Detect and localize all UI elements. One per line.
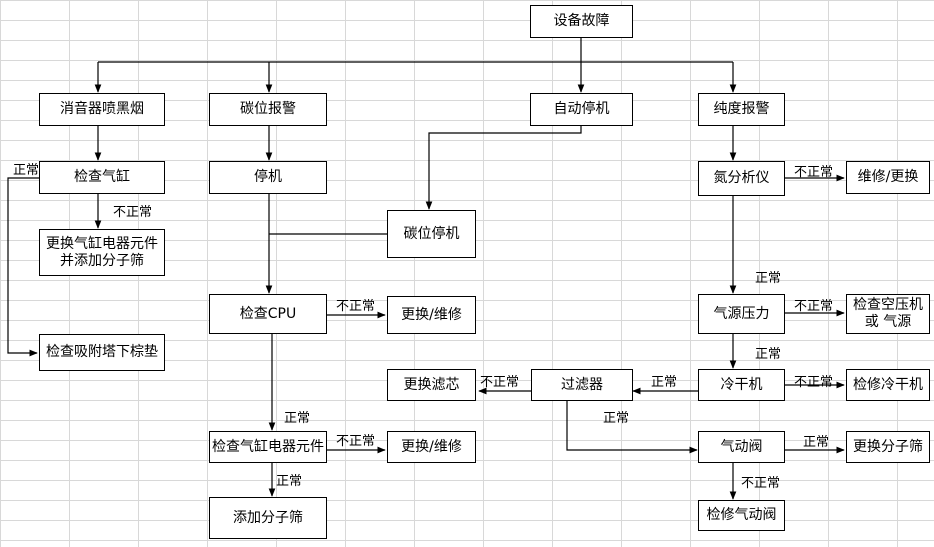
edge-label-abnormal: 不正常 — [336, 299, 376, 314]
node-replace-repair-2: 更换/维修 — [387, 431, 476, 463]
node-filter: 过滤器 — [531, 369, 633, 401]
node-nitrogen-analyzer: 氮分析仪 — [698, 161, 785, 196]
edge-label-abnormal: 不正常 — [794, 165, 834, 180]
node-check-cylinder-elec: 检查气缸电器元件 — [209, 431, 327, 463]
node-dryer: 冷干机 — [698, 369, 785, 401]
node-repair-valve: 检修气动阀 — [698, 500, 785, 531]
node-air-pressure: 气源压力 — [698, 294, 785, 334]
edge-label-normal: 正常 — [755, 271, 782, 286]
edge-label-normal: 正常 — [13, 163, 40, 178]
edge-label-normal: 正常 — [803, 435, 830, 450]
edge-label-normal: 正常 — [603, 411, 630, 426]
node-pneumatic-valve: 气动阀 — [698, 431, 785, 463]
node-carbon-stop: 碳位停机 — [387, 210, 476, 258]
edge-label-normal: 正常 — [755, 347, 782, 362]
node-stop: 停机 — [209, 161, 327, 194]
edge-label-abnormal: 不正常 — [336, 434, 376, 449]
edge-label-normal: 正常 — [651, 375, 678, 390]
node-muffler-smoke: 消音器喷黑烟 — [39, 93, 165, 126]
node-check-compressor: 检查空压机 或 气源 — [846, 294, 930, 334]
edge-label-normal: 正常 — [276, 474, 303, 489]
node-auto-stop: 自动停机 — [530, 93, 633, 126]
node-replace-cylinder-parts: 更换气缸电器元件 并添加分子筛 — [39, 229, 165, 276]
node-replace-sieve: 更换分子筛 — [846, 431, 930, 463]
edge-label-abnormal: 不正常 — [480, 375, 520, 390]
edge-label-abnormal: 不正常 — [741, 476, 781, 491]
node-check-cpu: 检查CPU — [209, 294, 327, 334]
node-repair-replace: 维修/更换 — [846, 161, 930, 194]
node-check-tower-pad: 检查吸附塔下棕垫 — [39, 334, 165, 371]
edge-label-abnormal: 不正常 — [794, 299, 834, 314]
node-carbon-alarm: 碳位报警 — [209, 93, 327, 126]
node-device-fault: 设备故障 — [530, 5, 633, 38]
node-add-sieve: 添加分子筛 — [209, 497, 327, 539]
edge-label-abnormal: 不正常 — [113, 205, 153, 220]
node-replace-filter: 更换滤芯 — [387, 369, 476, 401]
node-repair-dryer: 检修冷干机 — [846, 369, 930, 401]
node-replace-repair-1: 更换/维修 — [387, 296, 476, 334]
edge-label-normal: 正常 — [284, 411, 311, 426]
node-check-cylinder: 检查气缸 — [39, 161, 165, 194]
node-purity-alarm: 纯度报警 — [698, 93, 785, 126]
edge-label-abnormal: 不正常 — [794, 375, 834, 390]
